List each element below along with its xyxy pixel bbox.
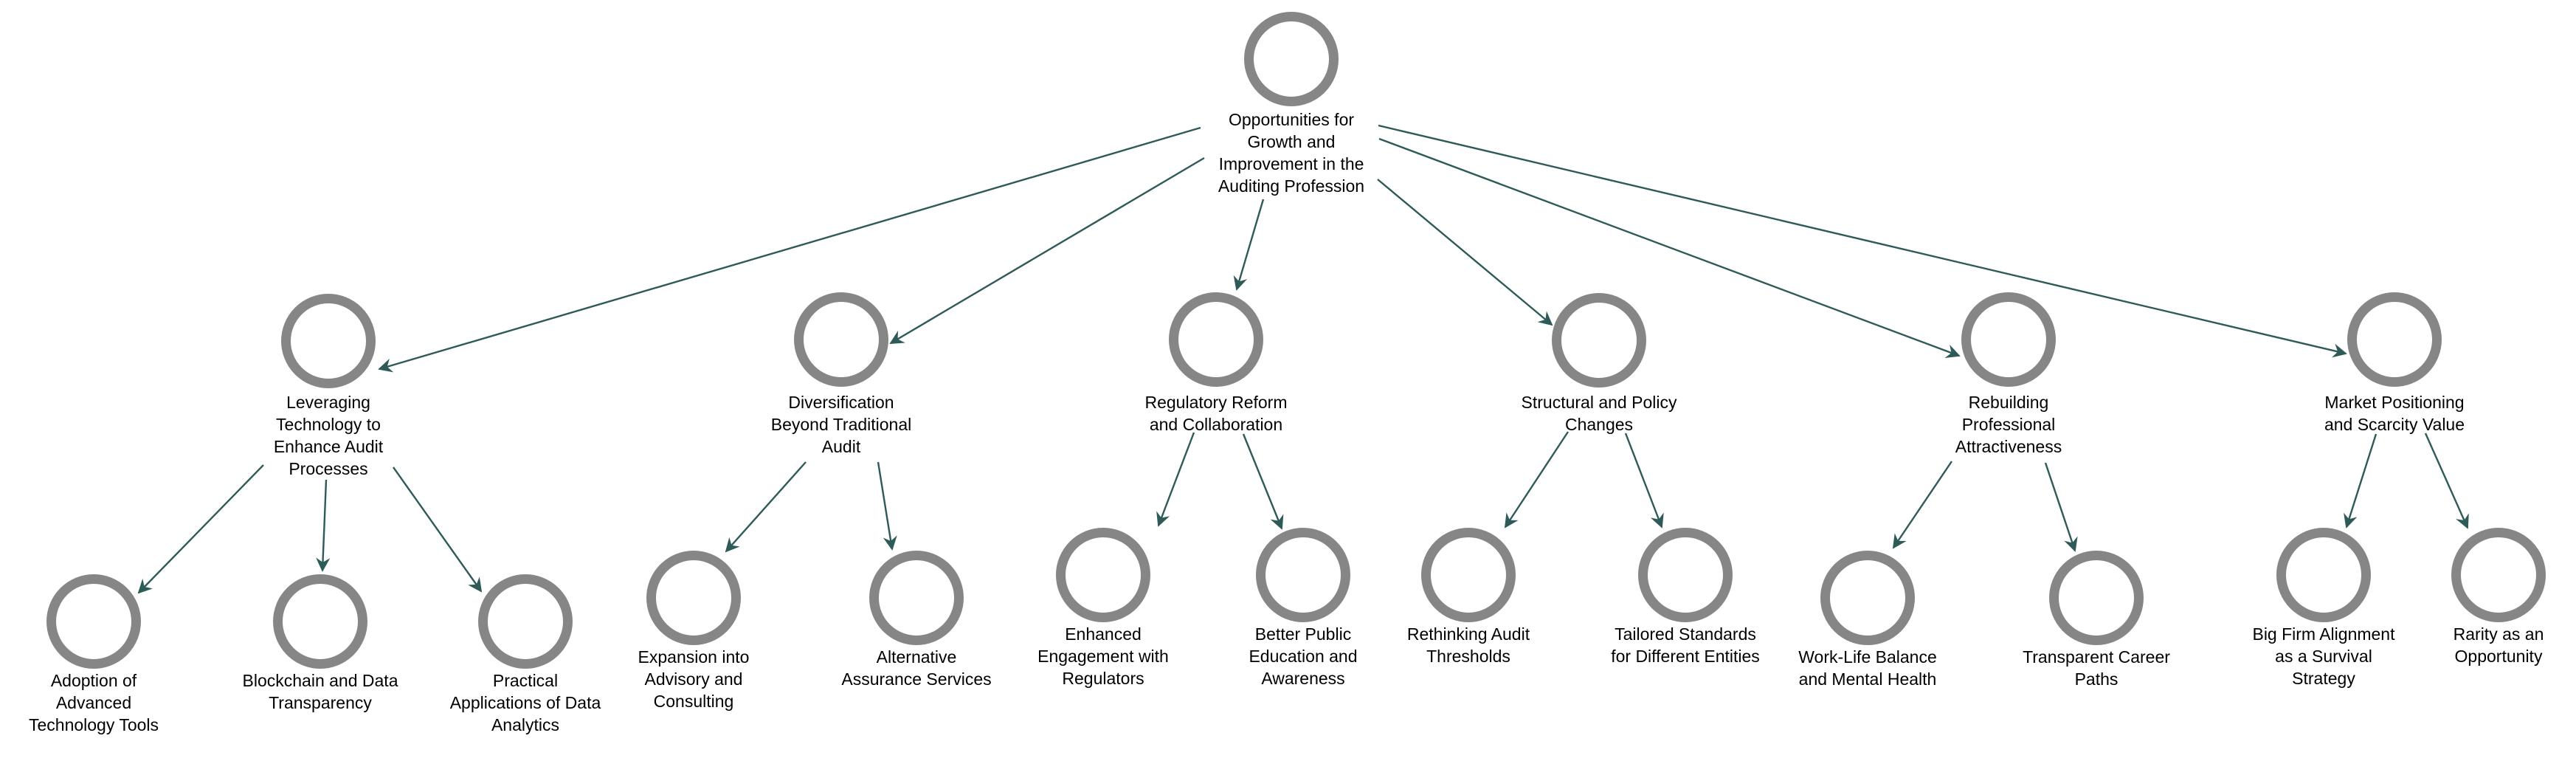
edge-diversification-assurance: [877, 461, 897, 551]
node-public-education-label[interactable]: Better Public Education and Awareness: [1249, 624, 1358, 688]
edge-structural-thresholds: [1504, 431, 1570, 528]
node-audit-thresholds-circle[interactable]: [1421, 528, 1516, 622]
node-adoption-technology-tools-circle[interactable]: [46, 574, 141, 669]
node-leveraging-technology-label[interactable]: Leveraging Technology to Enhance Audit P…: [273, 393, 384, 478]
edge-root-diversification: [889, 156, 1205, 345]
node-data-analytics-circle[interactable]: [478, 574, 573, 669]
node-transparent-career-paths-label[interactable]: Transparent Career Paths: [2023, 647, 2170, 689]
node-diversification-circle[interactable]: [794, 292, 888, 387]
edge-leveraging-analytics: [393, 466, 483, 593]
edge-market-rarity: [2424, 433, 2469, 529]
node-transparent-career-paths-circle[interactable]: [2049, 551, 2144, 645]
node-structural-policy-label[interactable]: Structural and Policy Changes: [1521, 393, 1677, 434]
node-market-positioning-circle[interactable]: [2347, 292, 2442, 387]
node-work-life-balance-label[interactable]: Work-Life Balance and Mental Health: [1798, 647, 1937, 689]
node-regulatory-reform-label[interactable]: Regulatory Reform and Collaboration: [1144, 393, 1288, 434]
node-alternative-assurance-circle[interactable]: [869, 551, 964, 645]
edge-regulatory-education: [1242, 433, 1284, 530]
node-public-education-circle[interactable]: [1256, 528, 1350, 622]
node-market-positioning-label[interactable]: Market Positioning and Scarcity Value: [2324, 393, 2465, 434]
node-regulator-engagement-label[interactable]: Enhanced Engagement with Regulators: [1037, 624, 1169, 688]
node-big-firm-alignment-circle[interactable]: [2276, 528, 2371, 622]
node-adoption-technology-tools-label[interactable]: Adoption of Advanced Technology Tools: [28, 671, 159, 734]
node-work-life-balance-circle[interactable]: [1820, 551, 1915, 645]
node-blockchain-transparency-circle[interactable]: [273, 574, 367, 669]
node-advisory-consulting-label[interactable]: Expansion into Advisory and Consulting: [638, 647, 750, 711]
node-rarity-opportunity-label[interactable]: Rarity as an Opportunity: [2453, 624, 2544, 666]
node-alternative-assurance-label[interactable]: Alternative Assurance Services: [841, 647, 992, 689]
node-rebuilding-attractiveness-circle[interactable]: [1961, 292, 2056, 387]
edge-root-rebuilding: [1378, 137, 1961, 358]
edge-structural-standards: [1624, 433, 1664, 528]
edge-root-leveraging-technology: [378, 126, 1201, 373]
node-diversification-label[interactable]: Diversification Beyond Traditional Audit: [770, 393, 912, 456]
node-structural-policy-circle[interactable]: [1552, 293, 1646, 388]
node-big-firm-alignment-label[interactable]: Big Firm Alignment as a Survival Strateg…: [2252, 624, 2395, 688]
node-root-label[interactable]: Opportunities for Growth and Improvement…: [1218, 110, 1365, 196]
edge-leveraging-adoption: [137, 464, 264, 594]
edge-root-market-positioning: [1378, 124, 2347, 358]
edge-root-regulatory-reform: [1233, 199, 1265, 291]
node-audit-thresholds-label[interactable]: Rethinking Audit Thresholds: [1406, 624, 1530, 666]
edge-root-structural-policy: [1377, 179, 1553, 326]
edge-rebuilding-careers: [2044, 462, 2078, 552]
edge-diversification-advisory: [725, 461, 807, 553]
edge-rebuilding-worklife: [1892, 461, 1952, 549]
node-tailored-standards-circle[interactable]: [1638, 528, 1733, 622]
edge-market-bigfirm: [2344, 433, 2378, 528]
edge-leveraging-blockchain: [316, 479, 331, 572]
node-tailored-standards-label[interactable]: Tailored Standards for Different Entitie…: [1611, 624, 1760, 666]
node-data-analytics-label[interactable]: Practical Applications of Data Analytics: [449, 671, 601, 734]
node-root-circle[interactable]: [1244, 12, 1339, 106]
node-regulatory-reform-circle[interactable]: [1169, 292, 1263, 387]
node-rebuilding-attractiveness-label[interactable]: Rebuilding Professional Attractiveness: [1955, 393, 2062, 456]
node-leveraging-technology-circle[interactable]: [281, 294, 376, 388]
node-advisory-consulting-circle[interactable]: [646, 551, 741, 645]
node-rarity-opportunity-circle[interactable]: [2451, 528, 2546, 622]
edge-regulatory-engagement: [1156, 432, 1195, 527]
node-regulator-engagement-circle[interactable]: [1056, 528, 1150, 622]
node-blockchain-transparency-label[interactable]: Blockchain and Data Transparency: [242, 671, 398, 712]
